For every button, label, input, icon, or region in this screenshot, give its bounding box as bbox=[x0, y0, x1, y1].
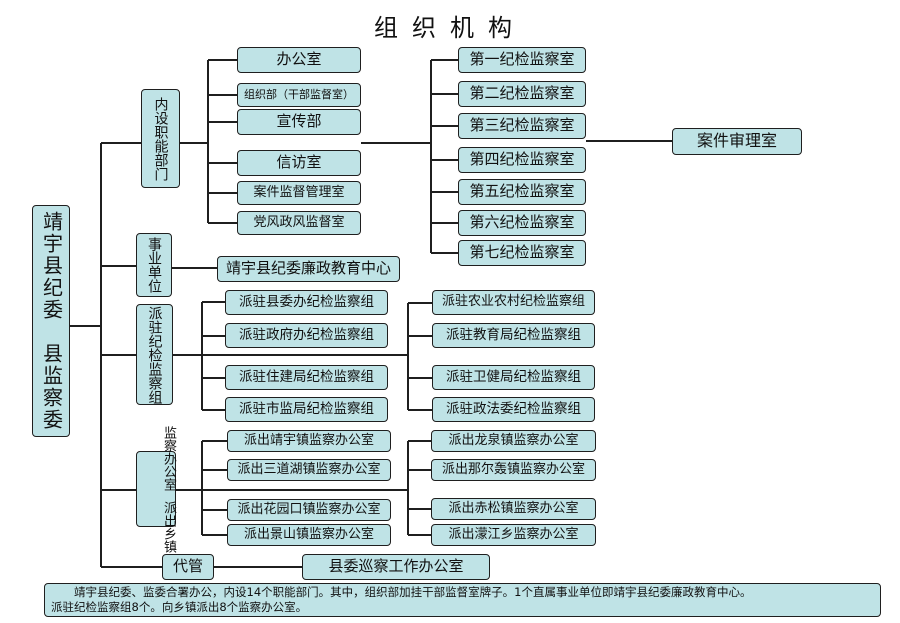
township-office-box: 派出那尔轰镇监察办公室 bbox=[431, 459, 596, 481]
stationed-group-box: 派驻市监局纪检监察组 bbox=[225, 397, 388, 422]
inspection-room-box: 第一纪检监察室 bbox=[458, 47, 586, 73]
stationed-group-box: 派驻政法委纪检监察组 bbox=[432, 397, 595, 422]
page-title: 组织机构 bbox=[374, 14, 526, 42]
case-review-box: 案件审理室 bbox=[672, 128, 802, 155]
summary-note: 靖宇县纪委、监委合署办公，内设14个职能部门。其中，组织部加挂干部监督室牌子。1… bbox=[44, 583, 881, 617]
managed-unit-box: 县委巡察工作办公室 bbox=[302, 554, 490, 580]
township-office-box: 派出花园口镇监察办公室 bbox=[227, 499, 391, 521]
category-township-line-1: 监察办公室 bbox=[161, 425, 176, 491]
stationed-group-box: 派驻县委办纪检监察组 bbox=[225, 290, 388, 315]
inspection-room-box: 第七纪检监察室 bbox=[458, 240, 586, 266]
inspection-room-box: 第三纪检监察室 bbox=[458, 113, 586, 139]
township-office-box: 派出三道湖镇监察办公室 bbox=[227, 459, 391, 481]
inspection-room-box: 第六纪检监察室 bbox=[458, 210, 586, 236]
township-office-box: 派出景山镇监察办公室 bbox=[227, 524, 391, 546]
township-office-box: 派出龙泉镇监察办公室 bbox=[431, 430, 596, 452]
dept-box: 案件监督管理室 bbox=[237, 181, 361, 205]
dept-box: 组织部（干部监督室） bbox=[237, 83, 361, 107]
category-township-box: 监察办公室 派出乡镇 bbox=[136, 426, 176, 553]
category-managed-box: 代管 bbox=[162, 554, 214, 580]
dept-box: 宣传部 bbox=[237, 109, 361, 135]
inspection-room-box: 第二纪检监察室 bbox=[458, 81, 586, 107]
summary-note-line-2: 派驻纪检监察组8个。向乡镇派出8个监察办公室。 bbox=[51, 600, 308, 614]
township-office-box: 派出靖宇镇监察办公室 bbox=[227, 430, 391, 452]
stationed-group-box: 派驻教育局纪检监察组 bbox=[432, 323, 595, 348]
dept-box: 党风政风监督室 bbox=[237, 211, 361, 235]
institution-unit-box: 靖宇县纪委廉政教育中心 bbox=[217, 256, 400, 282]
summary-note-line-1: 靖宇县纪委、监委合署办公，内设14个职能部门。其中，组织部加挂干部监督室牌子。1… bbox=[74, 585, 752, 599]
inspection-room-box: 第四纪检监察室 bbox=[458, 147, 586, 173]
dept-box: 信访室 bbox=[237, 150, 361, 176]
stationed-group-box: 派驻卫健局纪检监察组 bbox=[432, 365, 595, 390]
stationed-group-box: 派驻住建局纪检监察组 bbox=[225, 365, 388, 390]
stationed-group-box: 派驻农业农村纪检监察组 bbox=[432, 290, 595, 315]
category-internal-box: 内设职能部门 bbox=[141, 89, 180, 188]
stationed-group-box: 派驻政府办纪检监察组 bbox=[225, 323, 388, 348]
inspection-room-box: 第五纪检监察室 bbox=[458, 179, 586, 205]
category-township-line-2: 派出乡镇 bbox=[161, 500, 176, 553]
root-box: 靖宇县纪委 县监察委 bbox=[32, 205, 70, 437]
category-stationed-box: 派驻纪检监察组 bbox=[136, 304, 173, 405]
category-institution-box: 事业单位 bbox=[136, 233, 172, 297]
dept-box: 办公室 bbox=[237, 47, 361, 73]
township-office-box: 派出濛江乡监察办公室 bbox=[431, 524, 596, 546]
township-office-box: 派出赤松镇监察办公室 bbox=[431, 498, 596, 520]
